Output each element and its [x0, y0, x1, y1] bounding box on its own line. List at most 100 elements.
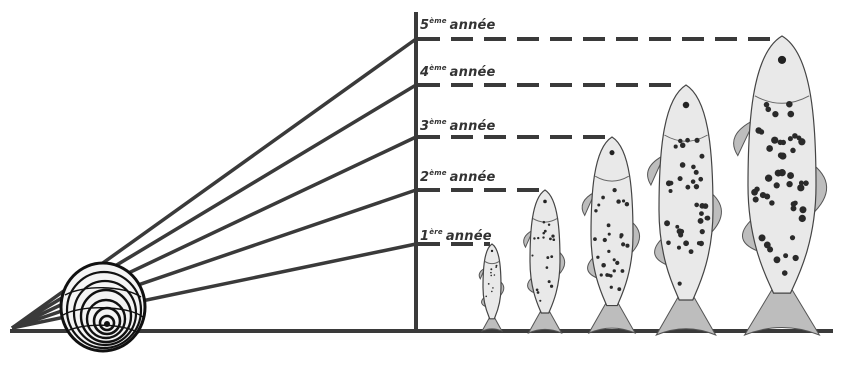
spot [542, 220, 546, 224]
year-word: année [445, 229, 492, 244]
spot [665, 180, 672, 187]
spot [535, 288, 539, 292]
spot [490, 274, 493, 277]
spot [764, 174, 773, 182]
spot [546, 256, 550, 260]
eye [777, 55, 787, 64]
spot [612, 258, 616, 262]
gill-line [484, 260, 500, 265]
spot [597, 203, 601, 207]
spot [495, 264, 498, 267]
spot [495, 266, 497, 268]
spot [543, 229, 547, 233]
year-word: année [449, 18, 496, 33]
spot [676, 245, 681, 250]
spot [787, 110, 795, 118]
year-ordinal-suffix: ère [429, 228, 443, 236]
scale-ring [85, 298, 127, 340]
eye [609, 150, 615, 156]
year-word: année [449, 119, 496, 134]
spot [803, 180, 809, 186]
spot [763, 101, 770, 108]
spot [550, 255, 554, 259]
spot [783, 253, 789, 259]
spot [616, 199, 621, 204]
spot [787, 172, 795, 179]
spot [593, 237, 597, 242]
spot [697, 218, 704, 224]
spot [552, 238, 556, 242]
spot [694, 137, 700, 143]
spot [786, 180, 793, 188]
spot [617, 287, 622, 292]
spot [601, 195, 605, 200]
spot [691, 164, 696, 170]
spot [491, 290, 493, 293]
spot [490, 268, 493, 271]
trout-body [747, 35, 817, 294]
spot [766, 145, 773, 152]
scale-ring [79, 288, 133, 344]
spot [792, 200, 798, 206]
spot [797, 184, 805, 192]
spot [542, 236, 545, 239]
spot [624, 201, 630, 207]
year-ordinal-suffix: ème [429, 64, 447, 72]
spot [694, 202, 700, 208]
spot [549, 284, 554, 288]
scale-ring-outer [59, 261, 147, 353]
spot [778, 169, 786, 177]
eye [543, 199, 547, 204]
spot [677, 281, 682, 286]
trout-icon [733, 35, 828, 337]
spot [609, 285, 613, 289]
trout-icon [647, 84, 722, 337]
gill-line [594, 175, 630, 182]
spot [545, 266, 549, 269]
spot [767, 246, 774, 253]
spot [490, 271, 492, 274]
spot [696, 241, 701, 246]
spot [536, 291, 540, 294]
spot [699, 211, 704, 217]
spot [621, 242, 626, 247]
spot [594, 209, 598, 213]
spot [547, 223, 551, 226]
spot [678, 232, 684, 238]
year-number: 5 [420, 18, 430, 33]
gill-line [754, 95, 810, 104]
spot [679, 142, 686, 149]
spot [677, 176, 683, 182]
spot [685, 184, 691, 190]
tail-fin [480, 316, 504, 333]
spot [792, 133, 798, 139]
spot [777, 139, 784, 146]
spot [798, 180, 804, 186]
tail-fin [587, 301, 637, 335]
year-ordinal-suffix: ème [429, 17, 447, 25]
year-dashed-lines [418, 37, 780, 246]
spot [698, 176, 704, 182]
spot [693, 183, 700, 190]
spot [675, 224, 680, 229]
tail-fin [527, 309, 563, 335]
spot [531, 254, 534, 257]
trout-body [658, 84, 714, 301]
trout-icon [523, 189, 566, 335]
eye [490, 249, 494, 253]
spot [702, 203, 709, 209]
spot [773, 182, 780, 189]
spot [787, 136, 793, 142]
spot [777, 152, 784, 159]
spot [683, 240, 689, 247]
year-word: année [449, 170, 496, 185]
spot [705, 215, 711, 221]
spot [549, 237, 552, 241]
tail-fin [655, 294, 717, 337]
spot [688, 249, 694, 255]
